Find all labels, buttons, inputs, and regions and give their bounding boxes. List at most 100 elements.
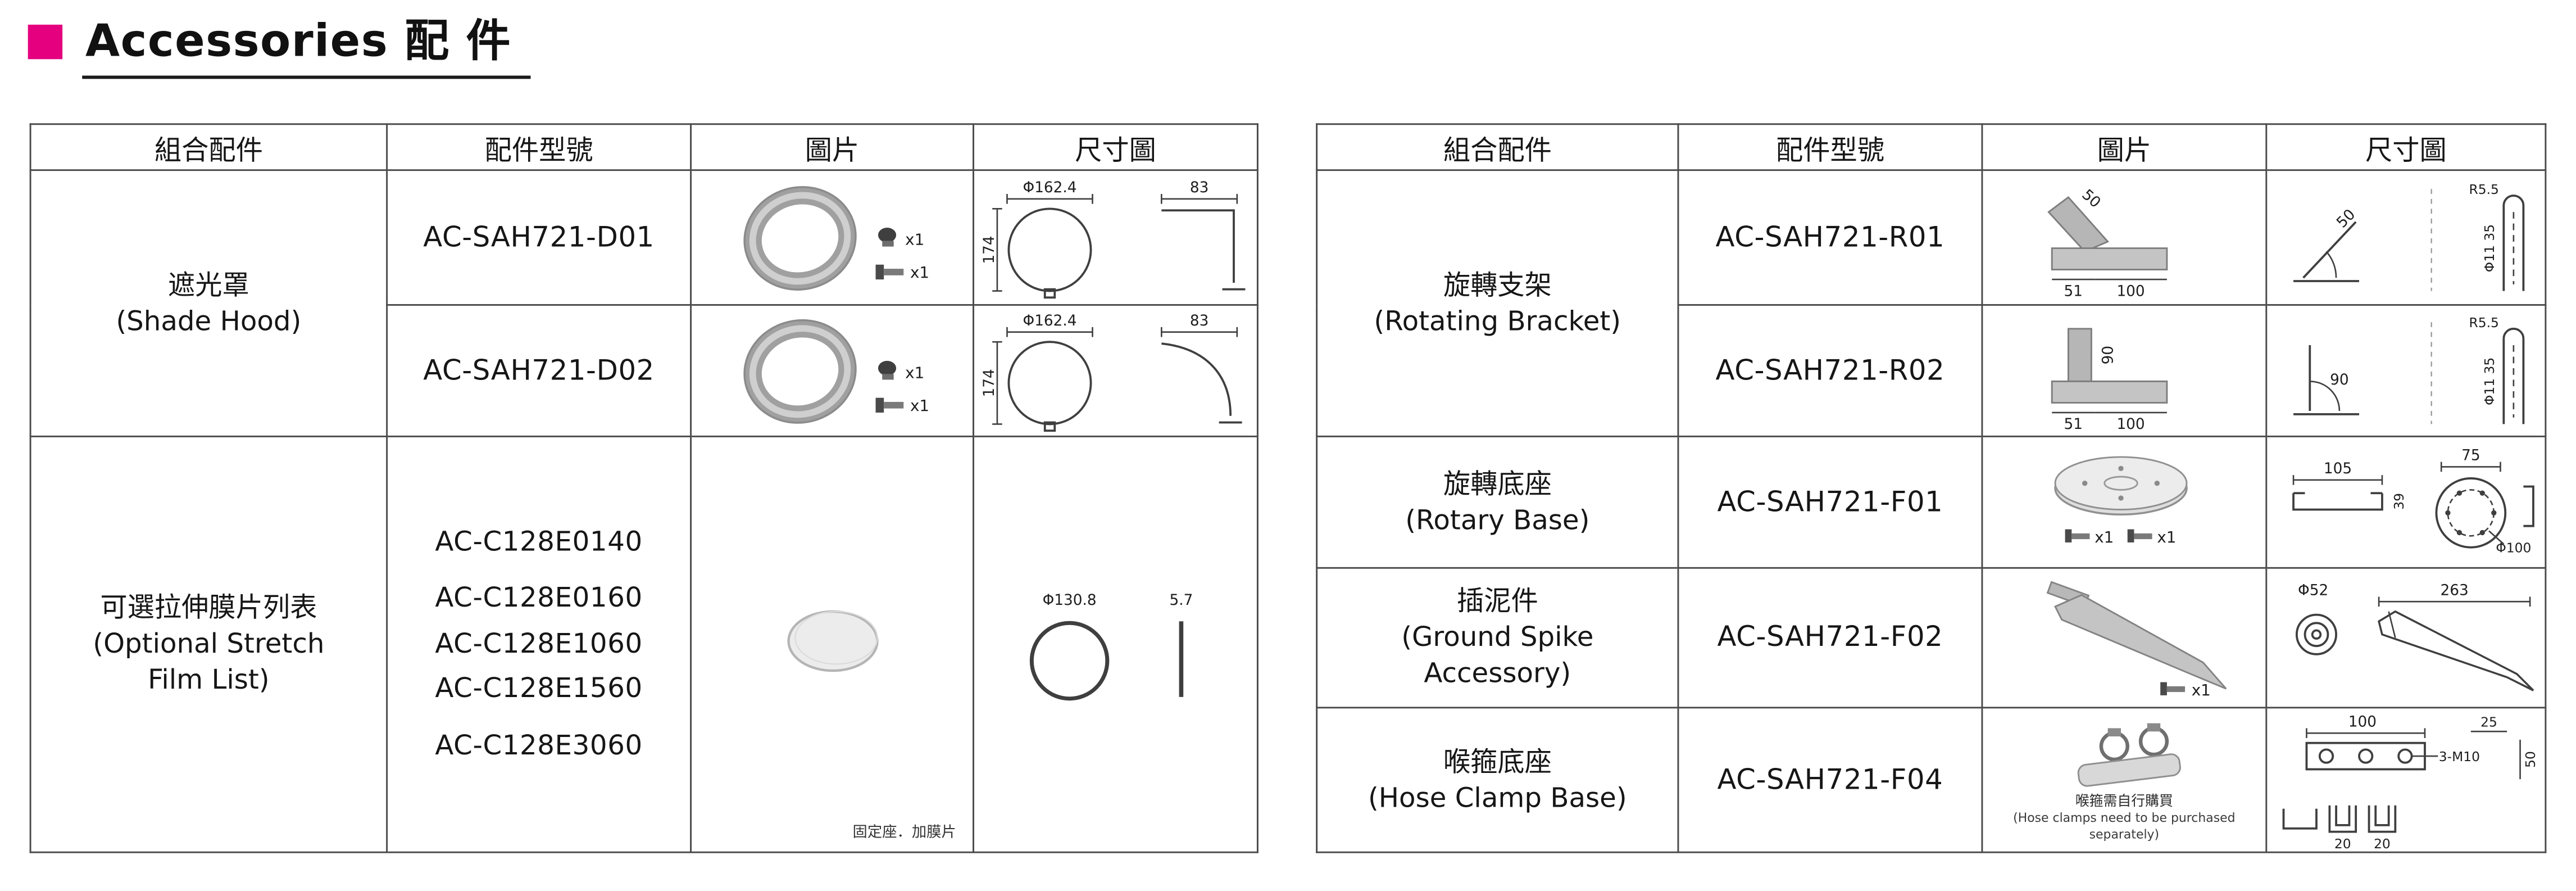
table-header-row: 組合配件 配件型號 圖片 尺寸圖 <box>29 123 1259 171</box>
combo-name-en: (Hose Clamp Base) <box>1367 781 1627 813</box>
product-image-cell: 固定座．加膜片 <box>690 435 974 853</box>
shade-hood-dimension-drawing: Φ162.4 174 83 <box>981 179 1246 298</box>
dimension-drawing-cell: Φ130.8 5.7 <box>973 435 1259 853</box>
hose-clamp-note-en: (Hose clamps need to be purchased separa… <box>2013 811 2236 842</box>
dim-height: 50 <box>2522 750 2537 767</box>
dim-diameter: Φ130.8 <box>1043 592 1097 609</box>
col-header-combo: 組合配件 <box>29 123 388 171</box>
rotating-bracket-image: 90 51 100 <box>2051 327 2168 432</box>
product-image-cell: 50 51 100 <box>1981 169 2268 306</box>
combo-name-en: (Ground Spike Accessory) <box>1401 621 1594 689</box>
hose-clamp-note-zh: 喉箍需自行購買 <box>2075 793 2173 811</box>
shade-hood-image: x1 x1 <box>742 185 929 290</box>
model-number: AC-SAH721-F01 <box>1677 435 1983 569</box>
table-header-row: 組合配件 配件型號 圖片 尺寸圖 <box>1316 123 2547 171</box>
dim-offset: 25 <box>2480 713 2497 729</box>
dim-side: 83 <box>1190 179 1209 196</box>
dim-depth: 174 <box>981 368 998 396</box>
combo-name-rotary-base: 旋轉底座 (Rotary Base) <box>1316 435 1679 569</box>
product-image-cell: x1 x1 <box>690 304 974 437</box>
dim-diameter: Φ162.4 <box>1023 179 1077 196</box>
col-header-image: 圖片 <box>1981 123 2268 171</box>
col-header-dims: 尺寸圖 <box>2265 123 2547 171</box>
dim-diameter: Φ100 <box>2495 539 2530 555</box>
combo-name-en: (Shade Hood) <box>116 305 302 336</box>
product-image-cell: 90 51 100 <box>1981 304 2268 437</box>
product-image-cell: 喉箍需自行購買 (Hose clamps need to be purchase… <box>1981 707 2268 853</box>
combo-name-en: (Rotating Bracket) <box>1374 305 1621 336</box>
tables-container: 組合配件 配件型號 圖片 尺寸圖 遮光罩 (Shade Hood) AC-SAH… <box>29 123 2547 853</box>
stretch-film-dimension-drawing: Φ130.8 5.7 <box>1029 592 1193 701</box>
dim-length: 263 <box>2439 582 2468 599</box>
rotary-base-dimension-drawing: 105 39 75 Φ100 <box>2291 446 2534 555</box>
dim-arm: 50 <box>2078 186 2103 211</box>
combo-name-zh: 旋轉支架 <box>1443 269 1552 301</box>
screw-icon <box>2065 528 2090 542</box>
combo-name-en: (Rotary Base) <box>1405 504 1590 535</box>
page-title: Accessories 配 件 <box>82 16 531 79</box>
model-number: AC-C128E1560 <box>435 672 643 704</box>
dim-diameter: Φ162.4 <box>1023 312 1077 329</box>
dim-radius: R5.5 <box>2468 181 2498 197</box>
dim-bore: Φ11 35 <box>2480 223 2496 271</box>
dim-angle: 90 <box>2329 371 2348 388</box>
shade-hood-dimension-drawing: Φ162.4 174 83 <box>981 312 1242 431</box>
dimension-drawing-cell: Φ162.4 174 83 <box>973 304 1259 437</box>
dim-diameter: Φ52 <box>2297 582 2328 599</box>
dim-side: 83 <box>1190 312 1209 329</box>
dim-d1: 20 <box>2333 835 2350 851</box>
screw-qty: x1 <box>2095 527 2114 545</box>
combo-name-ground-spike: 插泥件 (Ground Spike Accessory) <box>1316 567 1679 709</box>
col-header-model: 配件型號 <box>1677 123 1983 171</box>
product-image-cell: x1 x1 <box>1981 435 2268 569</box>
hose-clamp-base-image <box>2077 723 2181 787</box>
table-row-ground-spike: 插泥件 (Ground Spike Accessory) AC-SAH721-F… <box>1316 567 2547 709</box>
combo-name-zh: 可選拉伸膜片列表 <box>100 592 317 624</box>
model-number: AC-C128E0140 <box>435 525 643 557</box>
table-row-hose-clamp-base: 喉箍底座 (Hose Clamp Base) AC-SAH721-F04 <box>1316 707 2547 853</box>
col-header-combo: 組合配件 <box>1316 123 1679 171</box>
table-row-shade-hood-d02: AC-SAH721-D02 x1 <box>30 304 1259 437</box>
ground-spike-image: x1 <box>2046 581 2227 699</box>
hood-ring <box>742 185 856 290</box>
screw-qty: x1 <box>909 396 928 414</box>
col-header-dims: 尺寸圖 <box>973 123 1259 171</box>
col-header-image: 圖片 <box>690 123 974 171</box>
product-image-cell: x1 <box>1981 567 2268 709</box>
dim-angle: 50 <box>2333 205 2358 230</box>
combo-name-zh: 遮光罩 <box>167 269 249 301</box>
shade-hood-image: x1 x1 <box>742 318 929 423</box>
plug-icon <box>877 227 896 246</box>
dim-width: 100 <box>2347 713 2375 730</box>
rotary-base-image: x1 x1 <box>2054 455 2188 545</box>
model-number: AC-SAH721-F02 <box>1677 567 1983 709</box>
rotating-bracket-dimension-drawing: 50 R5.5 Φ11 35 <box>2292 181 2524 291</box>
page-header: Accessories 配 件 <box>28 16 531 79</box>
film-note: 固定座．加膜片 <box>852 825 956 842</box>
dim-base1: 51 <box>2064 282 2082 299</box>
screw-icon <box>2127 528 2152 542</box>
page-title-zh: 配 件 <box>405 16 511 67</box>
dim-arm: 90 <box>2100 345 2116 363</box>
model-number: AC-C128E0160 <box>435 582 643 614</box>
dim-d2: 20 <box>2373 835 2390 851</box>
dim-width: 105 <box>2323 460 2351 477</box>
hose-clamp-note: 喉箍需自行購買 (Hose clamps need to be purchase… <box>1983 794 2265 842</box>
ground-spike-dimension-drawing: Φ52 263 <box>2295 582 2533 691</box>
model-number-list: AC-C128E0140 AC-C128E0160 AC-C128E1060 A… <box>386 435 692 853</box>
model-number: AC-SAH721-D02 <box>386 304 692 437</box>
dim-depth: 174 <box>981 235 998 263</box>
plug-qty: x1 <box>905 229 924 248</box>
accessories-table-left: 組合配件 配件型號 圖片 尺寸圖 遮光罩 (Shade Hood) AC-SAH… <box>29 123 1259 853</box>
dim-bore: Φ11 35 <box>2480 356 2496 404</box>
dimension-drawing-cell: Φ52 263 <box>2265 567 2547 709</box>
table-row-rotating-bracket-r02: AC-SAH721-R02 90 51 100 <box>1317 304 2547 437</box>
hood-ring <box>742 318 856 423</box>
accessories-table-right: 組合配件 配件型號 圖片 尺寸圖 旋轉支架 (Rotating Bracket)… <box>1316 123 2547 853</box>
model-number: AC-SAH721-F04 <box>1677 707 1983 853</box>
plug-icon <box>877 360 896 379</box>
dim-pitch: 75 <box>2461 446 2479 463</box>
stretch-film-image <box>786 610 878 672</box>
product-image-cell: x1 x1 <box>690 169 974 306</box>
